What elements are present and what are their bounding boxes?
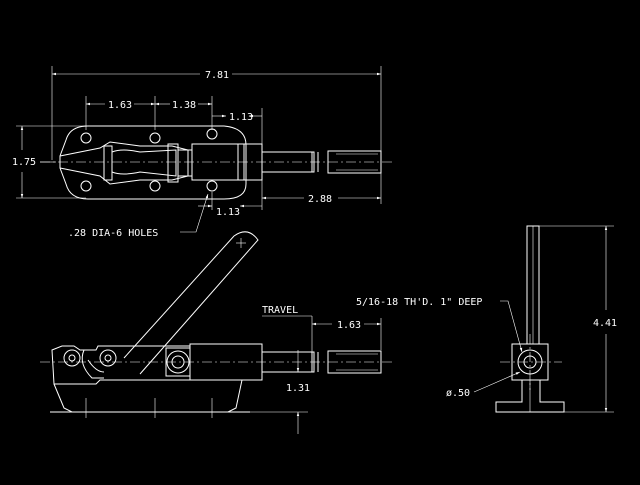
dim-plunger-offset-top: 1.13 xyxy=(229,112,253,123)
dim-end-height: 4.41 xyxy=(593,318,617,329)
dim-travel-value: 1.63 xyxy=(337,320,361,331)
note-holes: .28 DIA-6 HOLES xyxy=(68,228,158,239)
end-view: 4.41 5/16-18 TH'D. 1" DEEP ø.50 xyxy=(356,225,617,413)
dim-overall-length: 7.81 xyxy=(205,70,229,81)
dim-hole-spacing-a: 1.63 xyxy=(108,100,132,111)
note-thread: 5/16-18 TH'D. 1" DEEP xyxy=(356,297,482,308)
dim-hole-spacing-b: 1.38 xyxy=(172,100,196,111)
side-view: TRAVEL 1.63 1.31 xyxy=(40,231,392,434)
label-travel: TRAVEL xyxy=(262,305,298,316)
dim-end-diameter: ø.50 xyxy=(446,388,470,399)
top-view: 7.81 1.63 1.38 1.13 1.75 xyxy=(12,66,392,239)
dim-base-width: 1.75 xyxy=(12,157,36,168)
dim-plunger-offset-bottom: 1.13 xyxy=(216,207,240,218)
dim-plunger-extension: 2.88 xyxy=(308,194,332,205)
dim-side-height: 1.31 xyxy=(286,383,310,394)
